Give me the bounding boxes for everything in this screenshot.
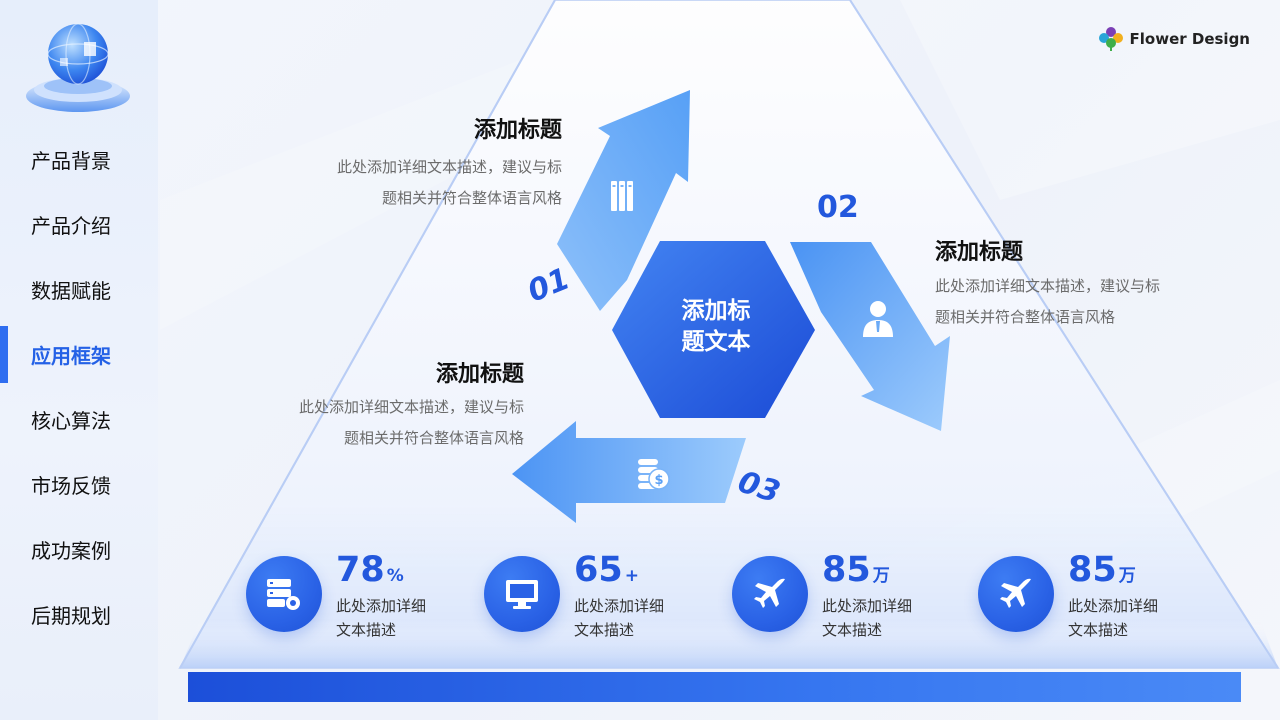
step-02-desc-line1: 此处添加详细文本描述，建议与标 — [935, 277, 1161, 295]
step-01-desc-line2: 题相关并符合整体语言风格 — [381, 189, 562, 207]
sidebar-item-core-algorithm[interactable]: 核心算法 — [0, 387, 158, 452]
sidebar-item-success-cases[interactable]: 成功案例 — [0, 517, 158, 582]
stat-icon-circle — [732, 556, 808, 632]
sidebar-item-market-feedback[interactable]: 市场反馈 — [0, 452, 158, 517]
sidebar-item-app-framework[interactable]: 应用框架 — [0, 322, 158, 387]
stat-icon-circle — [246, 556, 322, 632]
stat-desc-line2: 文本描述 — [574, 621, 635, 639]
sidebar-nav: 产品背景 产品介绍 数据赋能 应用框架 核心算法 市场反馈 成功案例 后期规划 — [0, 127, 158, 647]
stat-desc-line2: 文本描述 — [822, 621, 883, 639]
sidebar-item-product-background[interactable]: 产品背景 — [0, 127, 158, 192]
coins-icon: $ — [638, 459, 670, 490]
monitor-icon — [506, 580, 538, 609]
sidebar-item-product-intro[interactable]: 产品介绍 — [0, 192, 158, 257]
stat-desc: 此处添加详细 文本描述 — [574, 594, 694, 642]
svg-text:$: $ — [654, 473, 663, 488]
sidebar-item-future-plan[interactable]: 后期规划 — [0, 582, 158, 647]
airplane-icon — [1000, 578, 1031, 608]
stat-desc: 此处添加详细 文本描述 — [336, 594, 456, 642]
step-03-desc-line1: 此处添加详细文本描述，建议与标 — [298, 398, 524, 416]
stat-value: 65+ — [574, 550, 639, 590]
airplane-icon — [754, 578, 785, 608]
center-title: 添加标 题文本 — [636, 296, 796, 358]
step-03-desc-line2: 题相关并符合整体语言风格 — [343, 429, 524, 447]
step-02-title: 添加标题 — [935, 240, 1024, 265]
stat-desc-line1: 此处添加详细 — [1068, 597, 1159, 615]
step-02-number: 02 — [817, 190, 859, 225]
base-bar — [188, 672, 1241, 702]
person-icon — [863, 301, 893, 337]
stat-icon-circle — [978, 556, 1054, 632]
arrow-03 — [512, 421, 746, 523]
stat-unit: 万 — [1118, 566, 1136, 586]
flower-logo-icon — [1098, 27, 1123, 51]
stat-number: 78 — [336, 550, 385, 590]
stat-desc: 此处添加详细 文本描述 — [822, 594, 942, 642]
stat-unit: 万 — [872, 566, 890, 586]
stat-number: 85 — [822, 550, 871, 590]
center-title-line1: 添加标 — [681, 298, 751, 324]
sidebar-item-label: 产品介绍 — [31, 214, 111, 238]
stat-icon-circle — [484, 556, 560, 632]
stat-desc-line2: 文本描述 — [1068, 621, 1129, 639]
step-01-title: 添加标题 — [473, 118, 562, 143]
step-01-desc-line1: 此处添加详细文本描述，建议与标 — [336, 158, 562, 176]
step-03-block: 添加标题 此处添加详细文本描述，建议与标 题相关并符合整体语言风格 — [262, 360, 524, 454]
stat-number: 85 — [1068, 550, 1117, 590]
center-hexagon — [612, 241, 815, 418]
globe-logo-icon — [26, 23, 130, 112]
sidebar: 产品背景 产品介绍 数据赋能 应用框架 核心算法 市场反馈 成功案例 后期规划 — [0, 0, 158, 720]
server-gear-icon — [267, 579, 300, 610]
brand-logo: Flower Design — [1098, 26, 1250, 52]
sidebar-item-label: 应用框架 — [31, 344, 111, 368]
step-02-block: 添加标题 此处添加详细文本描述，建议与标 题相关并符合整体语言风格 — [935, 238, 1235, 333]
stat-desc-line1: 此处添加详细 — [822, 597, 913, 615]
stat-desc-line1: 此处添加详细 — [336, 597, 427, 615]
sidebar-item-label: 数据赋能 — [31, 279, 111, 303]
step-02-desc-line2: 题相关并符合整体语言风格 — [935, 308, 1116, 326]
sidebar-item-label: 后期规划 — [31, 604, 111, 628]
stat-unit: % — [386, 566, 404, 586]
sidebar-item-label: 产品背景 — [31, 149, 111, 173]
sidebar-item-data-empowerment[interactable]: 数据赋能 — [0, 257, 158, 322]
sidebar-item-label: 成功案例 — [31, 539, 111, 563]
stat-unit: + — [624, 566, 639, 586]
stat-number: 65 — [574, 550, 623, 590]
sidebar-item-label: 市场反馈 — [31, 474, 111, 498]
stat-desc-line2: 文本描述 — [336, 621, 397, 639]
step-03-title: 添加标题 — [435, 362, 524, 387]
binders-icon — [611, 181, 633, 211]
stat-value: 78% — [336, 550, 404, 590]
sidebar-item-label: 核心算法 — [31, 409, 111, 433]
brand-name: Flower Design — [1129, 30, 1250, 48]
center-title-line2: 题文本 — [681, 329, 751, 355]
stat-desc-line1: 此处添加详细 — [574, 597, 665, 615]
stat-desc: 此处添加详细 文本描述 — [1068, 594, 1188, 642]
step-01-block: 添加标题 此处添加详细文本描述，建议与标 题相关并符合整体语言风格 — [300, 116, 562, 214]
